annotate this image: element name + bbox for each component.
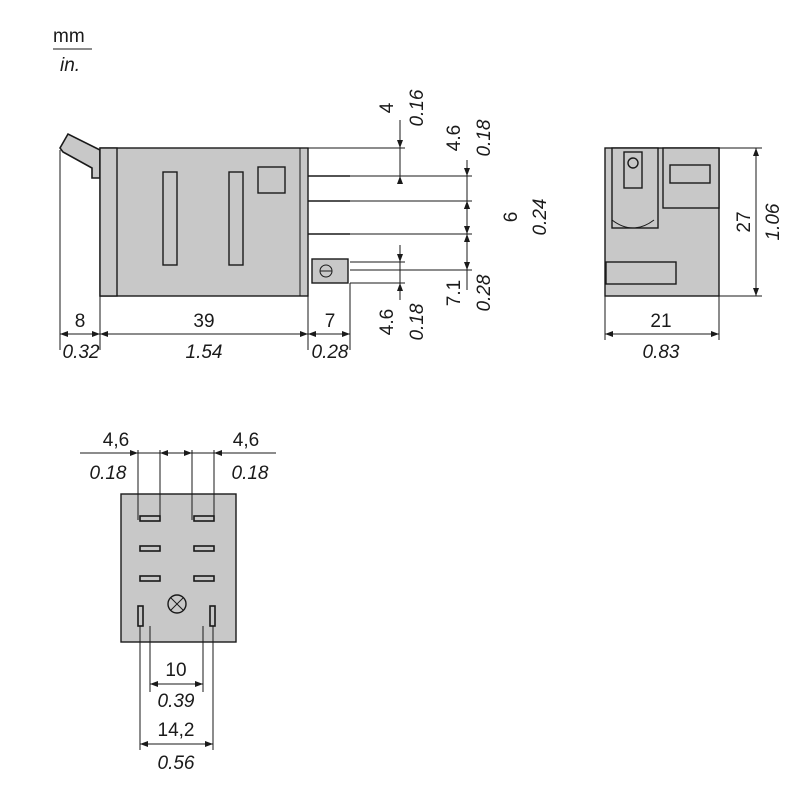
- arrow: [397, 283, 403, 291]
- arrow: [308, 331, 316, 337]
- dim-end-height-mm: 27: [734, 211, 755, 232]
- side-slot-right: [228, 171, 244, 266]
- dim-tab-in: 0.18: [407, 303, 428, 340]
- arrow: [160, 450, 168, 456]
- end-view: 21 0.83 27 1.06: [604, 147, 784, 363]
- unit-mm: mm: [53, 26, 85, 47]
- dim-pin23-in: 0.24: [530, 199, 551, 236]
- arrow: [60, 331, 68, 337]
- bottom-pin: [193, 545, 215, 552]
- dim-bottom-left-in: 0.18: [90, 463, 127, 484]
- arrow: [464, 168, 470, 176]
- dim-pin-top-in: 0.16: [407, 89, 428, 126]
- bottom-coil-pin: [209, 605, 216, 627]
- arrow: [464, 201, 470, 209]
- dim-end-width-in: 0.83: [643, 342, 680, 363]
- bottom-pin: [139, 575, 161, 582]
- dim-pin23-mm: 6: [501, 212, 522, 223]
- dim-outer-in: 0.56: [158, 753, 195, 774]
- arrow: [140, 741, 148, 747]
- dim-tab-mm: 4.6: [377, 309, 398, 335]
- side-cover-strip: [99, 147, 118, 297]
- unit-in: in.: [60, 55, 80, 76]
- dim-pins-in: 0.28: [312, 342, 349, 363]
- dim-end-width-mm: 21: [650, 311, 671, 332]
- dim-end-height-in: 1.06: [763, 203, 784, 240]
- dim-pin12-mm: 4.6: [444, 125, 465, 151]
- dim-bottom-left-mm: 4,6: [103, 430, 129, 451]
- units-legend: mm in.: [53, 26, 92, 76]
- bottom-pin: [139, 515, 161, 522]
- dim-inner-mm: 10: [165, 660, 186, 681]
- arrow: [184, 450, 192, 456]
- arrow: [753, 148, 759, 156]
- bottom-pin: [193, 575, 215, 582]
- side-led-window: [257, 166, 286, 194]
- arrow: [205, 741, 213, 747]
- dim-body-in: 1.54: [186, 342, 223, 363]
- arrow: [342, 331, 350, 337]
- end-latch-screw: [627, 157, 639, 169]
- bottom-coil-pin: [137, 605, 144, 627]
- bottom-view: 4,6 0.18 4,6 0.18 10 0.39 14,2 0.56: [80, 430, 276, 774]
- arrow: [397, 176, 403, 184]
- dim-bottom-right-mm: 4,6: [233, 430, 259, 451]
- arrow: [150, 681, 158, 687]
- side-latch: [59, 132, 101, 179]
- arrow: [195, 681, 203, 687]
- end-latch-curve: [611, 219, 655, 229]
- arrow: [464, 262, 470, 270]
- side-terminal-tab: [311, 258, 349, 284]
- dim-latch-mm: 8: [75, 311, 86, 332]
- bottom-pin: [139, 545, 161, 552]
- dim-inner-in: 0.39: [158, 691, 195, 712]
- side-slot-left: [162, 171, 178, 266]
- arrow: [100, 331, 108, 337]
- end-led-window: [669, 164, 711, 184]
- bottom-pin: [193, 515, 215, 522]
- dim-pin12-in: 0.18: [474, 119, 495, 156]
- arrow: [464, 234, 470, 242]
- arrow: [92, 331, 100, 337]
- arrow: [711, 331, 719, 337]
- arrow: [300, 331, 308, 337]
- arrow: [464, 226, 470, 234]
- arrow: [397, 254, 403, 262]
- arrow: [605, 331, 613, 337]
- arrow: [753, 288, 759, 296]
- dim-outer-mm: 14,2: [158, 720, 195, 741]
- bottom-screw-mark: [170, 597, 184, 611]
- dim-bottom-right-in: 0.18: [232, 463, 269, 484]
- dim-body-mm: 39: [193, 311, 214, 332]
- end-bottom-block: [605, 261, 677, 285]
- dim-pins-mm: 7: [325, 311, 336, 332]
- dim-pin-top-mm: 4: [377, 102, 398, 113]
- arrow: [214, 450, 222, 456]
- arrow: [397, 140, 403, 148]
- dim-pin3-tab-mm: 7.1: [444, 280, 465, 306]
- arrow: [130, 450, 138, 456]
- dim-latch-in: 0.32: [63, 342, 100, 363]
- side-view: 8 0.32 39 1.54 7 0.28 4 0.16 4.6 0.18 6 …: [59, 89, 551, 363]
- dim-pin3-tab-in: 0.28: [474, 274, 495, 311]
